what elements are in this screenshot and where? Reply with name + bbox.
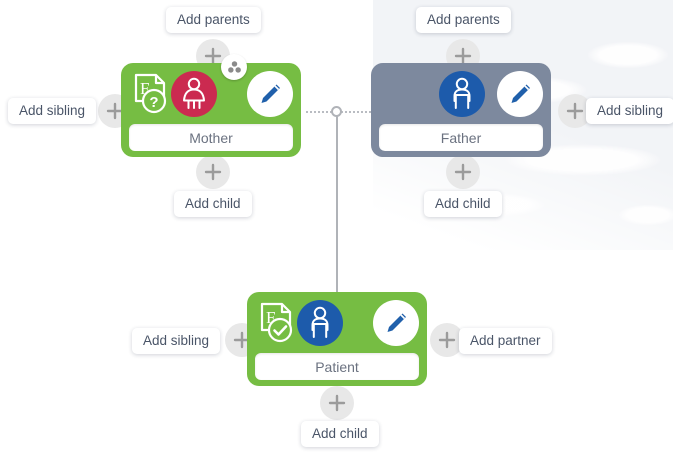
plus-icon	[438, 331, 456, 349]
add-sibling-button-mother[interactable]: Add sibling	[8, 98, 97, 124]
pencil-icon[interactable]	[373, 300, 419, 346]
add-child-button-father[interactable]: Add child	[424, 191, 502, 217]
female-figure-icon[interactable]	[171, 71, 217, 117]
plus-icon	[454, 163, 472, 181]
plus-icon	[204, 163, 222, 181]
add-child-handle-patient[interactable]	[320, 386, 354, 420]
person-card-patient[interactable]: F Patient	[247, 292, 427, 386]
svg-text:F: F	[140, 79, 149, 98]
plus-icon	[106, 102, 124, 120]
add-parents-button-father[interactable]: Add parents	[416, 7, 511, 33]
person-card-father[interactable]: Father	[371, 63, 551, 157]
person-card-mother[interactable]: F ? Mother	[121, 54, 301, 157]
svg-text:?: ?	[149, 94, 158, 111]
add-parents-button-mother[interactable]: Add parents	[166, 7, 261, 33]
add-child-handle-mother[interactable]	[196, 155, 230, 189]
person-name-field-patient[interactable]: Patient	[255, 353, 419, 380]
svg-text:F: F	[266, 308, 275, 327]
add-partner-button-patient[interactable]: Add partner	[459, 328, 552, 354]
person-name-field-mother[interactable]: Mother	[129, 124, 293, 151]
add-child-button-mother[interactable]: Add child	[174, 191, 252, 217]
plus-icon	[566, 102, 584, 120]
pencil-icon[interactable]	[247, 71, 293, 117]
person-name-field-father[interactable]: Father	[379, 124, 543, 151]
male-figure-icon[interactable]	[439, 71, 485, 117]
add-child-handle-father[interactable]	[446, 155, 480, 189]
add-partner-handle-patient[interactable]	[430, 323, 464, 357]
plus-icon	[204, 47, 222, 65]
add-sibling-button-father[interactable]: Add sibling	[586, 98, 673, 124]
partner-connector-right	[341, 111, 371, 113]
plus-icon	[233, 331, 251, 349]
descent-connector	[336, 116, 338, 299]
cluster-dots-icon	[227, 60, 241, 73]
plus-icon	[328, 394, 346, 412]
male-figure-icon[interactable]	[297, 300, 343, 346]
pencil-icon[interactable]	[497, 71, 543, 117]
add-sibling-button-patient[interactable]: Add sibling	[132, 328, 221, 354]
partner-connector-left	[306, 111, 336, 113]
family-history-complete-icon[interactable]: F	[257, 301, 297, 345]
family-history-unknown-icon[interactable]: F ?	[131, 72, 171, 116]
add-child-button-patient[interactable]: Add child	[301, 421, 379, 447]
cluster-group-icon[interactable]	[221, 54, 247, 80]
